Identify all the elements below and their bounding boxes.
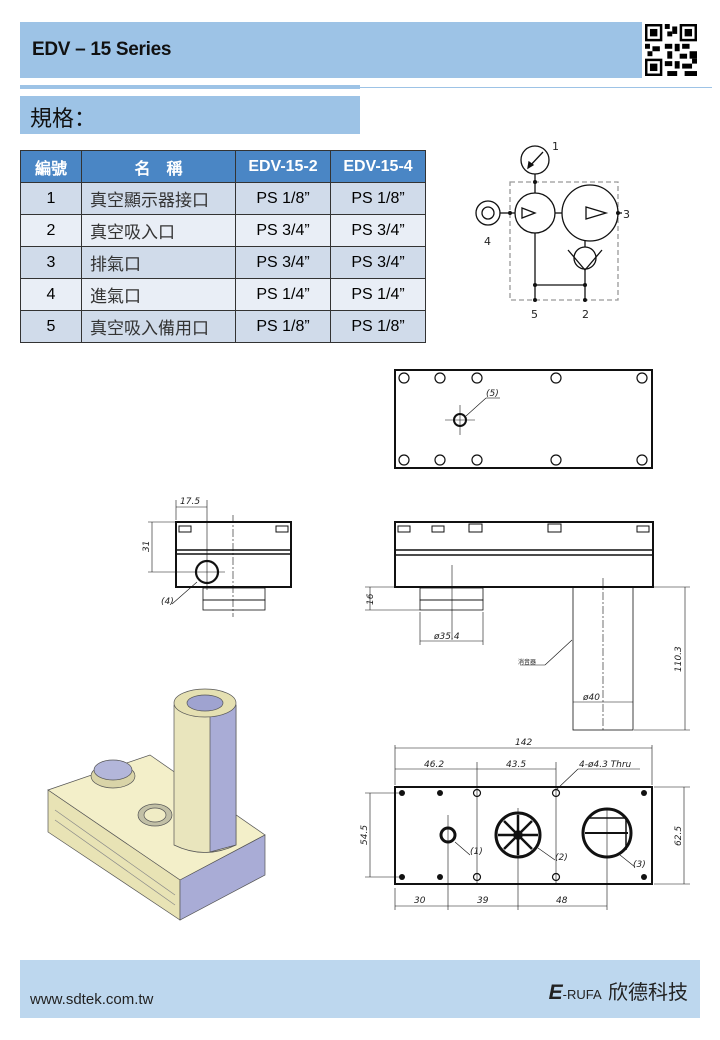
dimension-label: 142 — [515, 738, 532, 748]
table-row: 2 真空吸入口 PS 3/4” PS 3/4” — [20, 214, 426, 247]
dimension-label: ø35.4 — [433, 632, 460, 642]
dimension-label: 48 — [556, 896, 568, 906]
brand-chinese: 欣德科技 — [601, 980, 688, 1004]
website-link[interactable]: www.sdtek.com.tw — [30, 991, 154, 1008]
callout-label: (3) — [633, 860, 646, 870]
pneumatic-schematic: 1 2 3 4 5 — [475, 140, 630, 321]
cell-no: 5 — [20, 310, 82, 343]
spec-table: 編號 名 稱 EDV-15-2 EDV-15-4 1 真空顯示器接口 PS 1/… — [20, 150, 426, 343]
column-header: EDV-15-2 — [235, 150, 331, 183]
cell-edv152: PS 1/8” — [235, 310, 331, 343]
table-row: 5 真空吸入備用口 PS 1/8” PS 1/8” — [20, 310, 426, 343]
bottom-view-drawing: 142 46.2 43.5 4-ø4.3 Thru 54.5 62.5 30 3… — [360, 738, 690, 910]
column-header: 名 稱 — [81, 150, 236, 183]
page-title: EDV – 15 Series — [32, 39, 172, 60]
dimension-label: 30 — [414, 896, 426, 906]
dimension-label: 43.5 — [506, 760, 526, 770]
dimension-label: 31 — [142, 541, 152, 552]
header-banner: EDV – 15 Series — [20, 22, 642, 78]
cell-name: 真空吸入備用口 — [81, 310, 236, 343]
dimension-label: 62.5 — [674, 826, 684, 846]
cell-no: 2 — [20, 214, 82, 247]
cell-edv154: PS 3/4” — [330, 246, 426, 279]
dimension-label: 39 — [477, 896, 489, 906]
column-header: EDV-15-4 — [330, 150, 426, 183]
port-label: 1 — [552, 140, 559, 153]
table-header-row: 編號 名 稱 EDV-15-2 EDV-15-4 — [20, 150, 426, 183]
callout-label: (4) — [161, 597, 174, 607]
brand-logo: E-RUFA 欣德科技 — [549, 976, 688, 1005]
port-label: 2 — [582, 308, 589, 321]
muffler-label: 消音器 — [518, 658, 536, 666]
side-view-drawing: 17.5 31 (4) — [142, 497, 292, 617]
callout-label: (2) — [555, 853, 568, 863]
brand-e: E — [548, 981, 563, 1004]
cell-no: 3 — [20, 246, 82, 279]
cell-name: 真空顯示器接口 — [81, 182, 236, 215]
table-row: 4 進氣口 PS 1/4” PS 1/4” — [20, 278, 426, 311]
cell-no: 1 — [20, 182, 82, 215]
dimension-label: 54.5 — [360, 825, 370, 845]
hole-spec-label: 4-ø4.3 Thru — [579, 760, 632, 770]
port-label: 3 — [623, 208, 630, 221]
section-header: 規格： — [20, 96, 360, 134]
qr-code-icon — [645, 24, 697, 76]
divider — [20, 85, 360, 89]
port-label: 5 — [531, 308, 538, 321]
table-row: 1 真空顯示器接口 PS 1/8” PS 1/8” — [20, 182, 426, 215]
port-label: 4 — [484, 235, 491, 248]
brand-rufa: -RUFA — [562, 987, 602, 1002]
cell-edv152: PS 3/4” — [235, 246, 331, 279]
callout-label: (1) — [470, 847, 483, 857]
cell-edv152: PS 1/4” — [235, 278, 331, 311]
column-header: 編號 — [20, 150, 82, 183]
cell-edv154: PS 1/8” — [330, 182, 426, 215]
top-view-drawing: (5) — [394, 369, 653, 469]
dimension-label: ø40 — [582, 693, 600, 703]
dimension-label: 17.5 — [180, 497, 200, 507]
cell-name: 排氣口 — [81, 246, 236, 279]
section-title: 規格： — [30, 107, 97, 132]
cell-edv154: PS 1/4” — [330, 278, 426, 311]
dimension-label: 110.3 — [674, 646, 684, 672]
callout-label: (5) — [486, 389, 499, 399]
dimension-label: 16 — [366, 593, 376, 605]
cell-no: 4 — [20, 278, 82, 311]
front-view-drawing: 16 ø35.4 ø40 110.3 消音器 — [365, 521, 690, 732]
isometric-3d-view — [47, 688, 266, 921]
cell-edv154: PS 1/8” — [330, 310, 426, 343]
divider — [360, 87, 712, 88]
table-row: 3 排氣口 PS 3/4” PS 3/4” — [20, 246, 426, 279]
footer-bar: www.sdtek.com.tw E-RUFA 欣德科技 — [20, 960, 700, 1018]
dimension-label: 46.2 — [424, 760, 444, 770]
cell-name: 真空吸入口 — [81, 214, 236, 247]
cell-name: 進氣口 — [81, 278, 236, 311]
